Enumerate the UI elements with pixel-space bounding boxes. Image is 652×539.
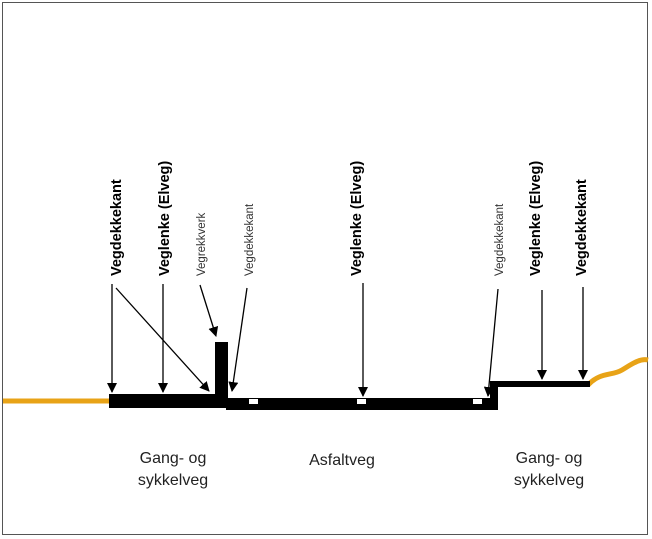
label-vegdekkekant-left-inner: Vegdekkekant [244,203,256,276]
right-path-surface [490,381,590,387]
label-vegdekkekant-left-outer: Vegdekkekant [109,179,125,276]
marker-center [357,399,366,404]
area-label-right-line2: sykkelveg [513,472,585,489]
vegrekkverk-barrier [215,342,228,408]
right-path-step [490,381,498,410]
marker-left [249,399,258,404]
marker-right [473,399,482,404]
arrow-vegrekkverk [199,284,219,337]
label-veglenke-center: Veglenke (Elveg) [349,161,365,276]
terrain-right [586,357,649,387]
label-veglenke-right: Veglenke (Elveg) [528,161,544,276]
label-vegrekkverk: Vegrekkverk [196,212,208,276]
area-label-left-line1: Gang- og [139,450,207,467]
label-vegdekkekant-right-outer: Vegdekkekant [574,179,590,276]
area-label-center-road: Asfaltveg [309,452,375,469]
area-label-left-line2: sykkelveg [137,472,209,489]
area-label-right-path: Gang- og sykkelveg [484,448,614,492]
label-veglenke-left: Veglenke (Elveg) [157,161,173,276]
label-vegdekkekant-right-inner: Vegdekkekant [494,203,506,276]
arrow-vegdekkekant-right-inner [483,288,499,397]
diagram-frame [2,2,648,535]
area-label-right-line1: Gang- og [515,450,583,467]
area-label-left-path: Gang- og sykkelveg [108,448,238,492]
arrow-vegdekkekant-left-inner [228,287,248,392]
left-path-surface [109,394,219,408]
